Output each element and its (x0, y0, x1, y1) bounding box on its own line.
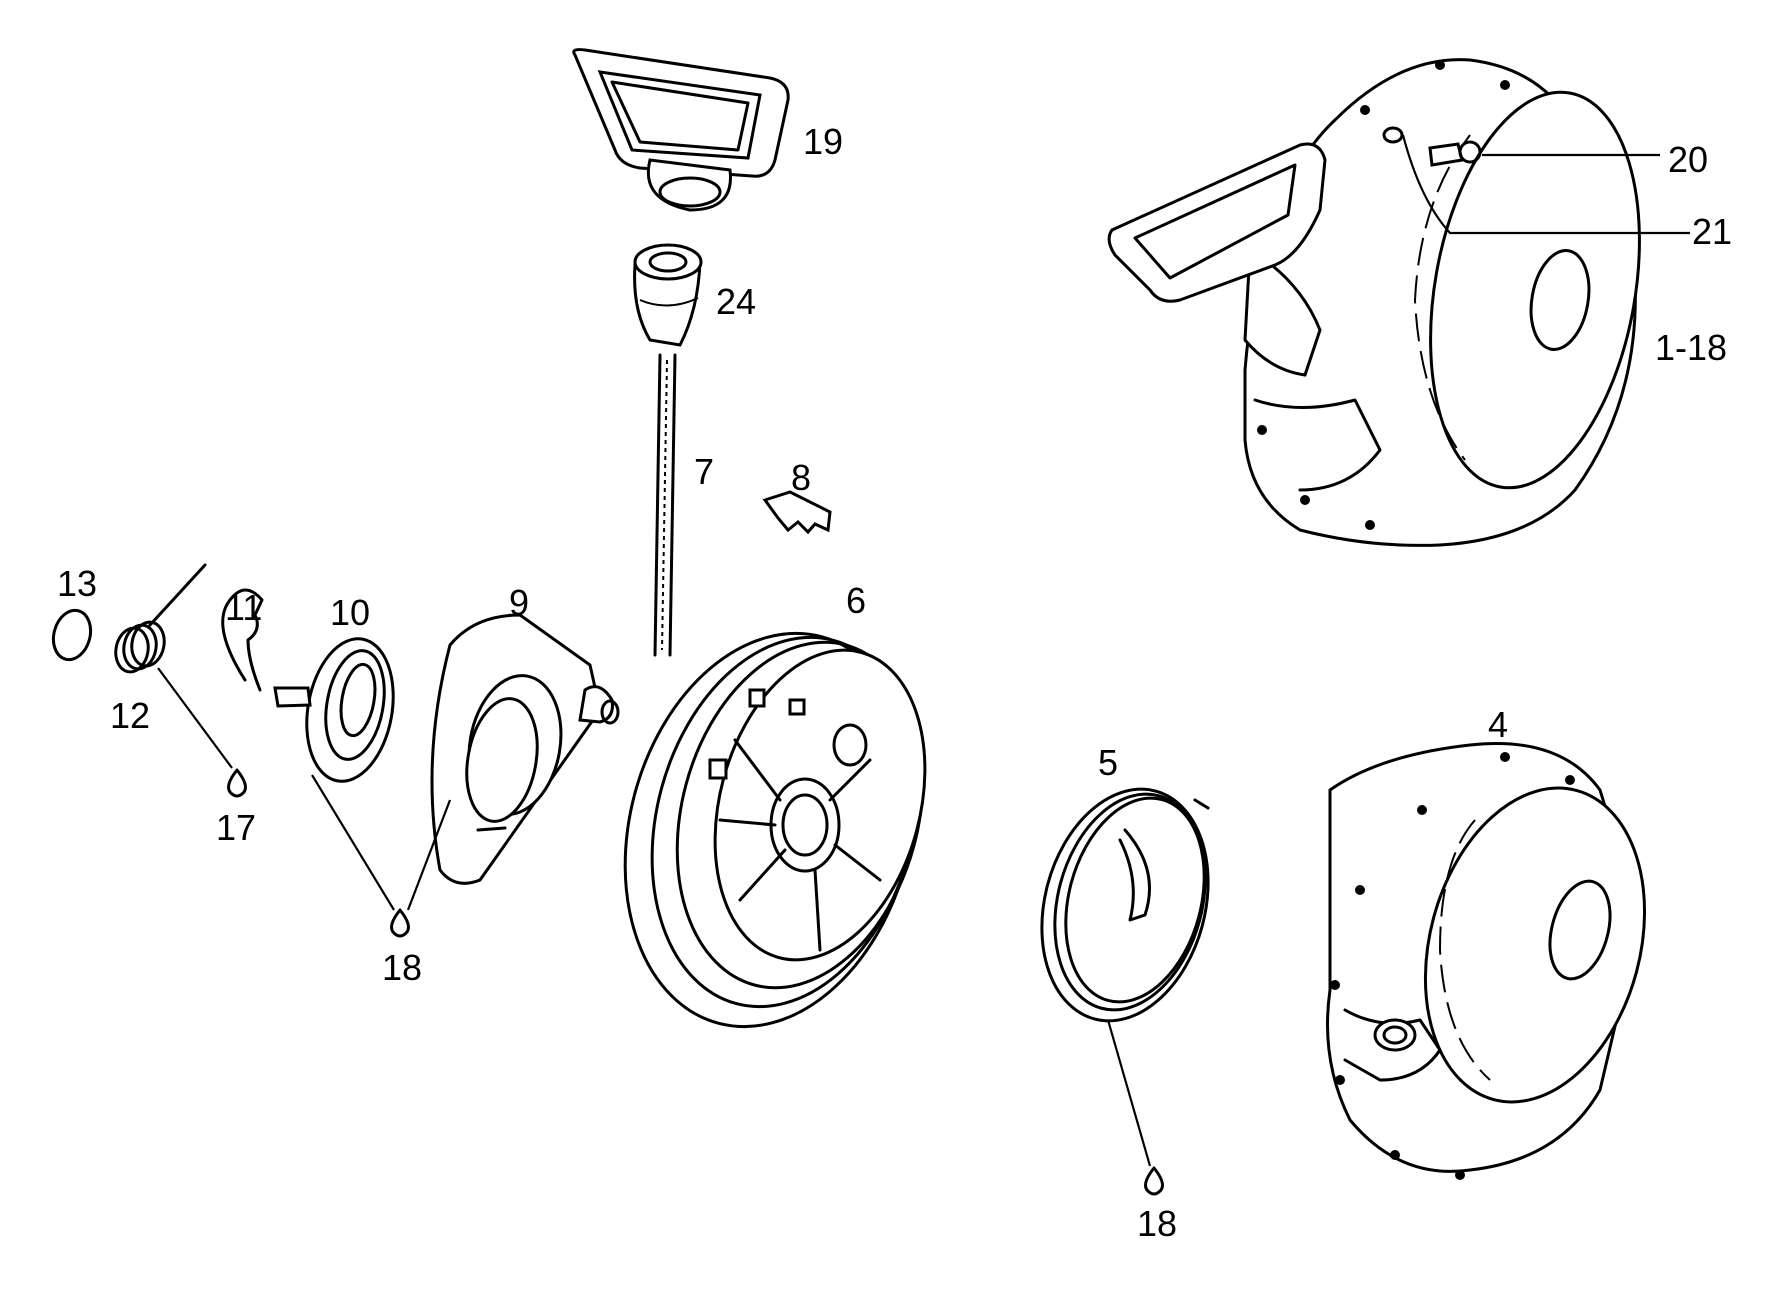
part-label-18-left: 18 (382, 947, 423, 988)
part-label-6: 6 (846, 580, 867, 621)
part-label-21: 21 (1692, 211, 1733, 252)
part-label-17: 17 (216, 807, 257, 848)
part-label-1-18: 1-18 (1655, 327, 1728, 368)
part-label-13: 13 (57, 563, 98, 604)
part-label-24: 24 (716, 281, 757, 322)
retaining-ring (51, 608, 93, 662)
part-label-19: 19 (803, 121, 844, 162)
spring-cassette (273, 637, 395, 783)
pawl (762, 490, 832, 535)
part-label-5: 5 (1098, 742, 1119, 783)
part-label-4: 4 (1488, 704, 1509, 745)
leader-lines (157, 134, 1690, 1167)
part-label-7: 7 (694, 451, 715, 492)
grease-drop-17 (227, 768, 247, 798)
starter-housing (1326, 741, 1647, 1180)
part-label-10: 10 (330, 592, 371, 633)
grease-drop-18b (1144, 1166, 1164, 1196)
starter-rope (653, 353, 677, 657)
circlip (221, 588, 264, 692)
handle-bushing (633, 243, 703, 347)
part-label-11: 11 (225, 587, 263, 628)
part-label-9: 9 (509, 582, 530, 623)
part-label-20: 20 (1668, 139, 1709, 180)
cam-plate (430, 613, 620, 885)
part-label-8: 8 (791, 457, 812, 498)
part-label-12: 12 (110, 695, 151, 736)
torsion-spring (114, 563, 207, 674)
part-label-18-right: 18 (1137, 1203, 1178, 1244)
starter-handle (572, 48, 790, 212)
grease-drop-18a (390, 908, 410, 938)
rope-pulley (623, 631, 927, 1029)
assembled-starter (1107, 58, 1641, 547)
recoil-spring (1040, 787, 1210, 1023)
